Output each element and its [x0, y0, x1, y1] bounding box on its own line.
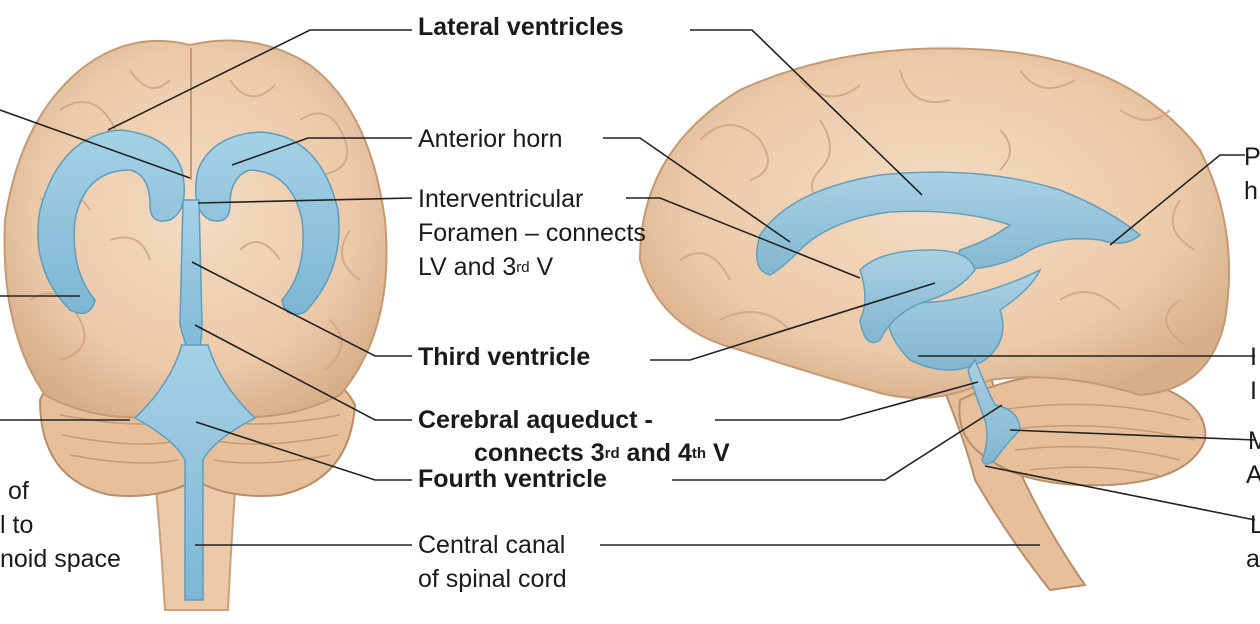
label-interventricular-line1: Interventricular [418, 185, 584, 213]
label-interventricular-line3: LV and 3rd V [418, 250, 553, 284]
frontal-ventricles [37, 129, 340, 601]
frontal-brain-view [3, 39, 388, 611]
label-anterior-horn: Anterior horn [418, 125, 563, 153]
left-clipped-label-line2: l to [0, 511, 34, 539]
label-fourth-ventricle: Fourth ventricle [418, 465, 607, 493]
aqueduct-sup-1: rd [604, 445, 620, 462]
right-clipped-p-line2: h [1244, 177, 1258, 205]
lateral-third-ventricle [859, 249, 976, 344]
right-clipped-l-line2: a [1246, 545, 1260, 573]
right-clipped-m-line2: A [1246, 461, 1260, 489]
lateral-brain-view [638, 47, 1231, 592]
aqueduct-text-b: and 4 [619, 439, 692, 467]
right-clipped-p-line1: P [1244, 143, 1260, 171]
right-clipped-l-line1: L [1250, 511, 1260, 539]
interventricular-text-b: V [529, 253, 554, 281]
left-clipped-label-line1: of [8, 477, 29, 505]
label-third-ventricle: Third ventricle [418, 343, 591, 371]
right-clipped-i-line1: I [1250, 343, 1257, 371]
aqueduct-text-c: V [706, 439, 730, 467]
right-clipped-i-line2: I [1250, 377, 1257, 405]
lateral-cerebrum [638, 47, 1231, 399]
label-interventricular-line2: Foramen – connects [418, 219, 646, 247]
lateral-ventricles-system [755, 171, 1142, 465]
label-lateral-ventricles: Lateral ventricles [418, 13, 624, 41]
aqueduct-text-a: connects 3 [474, 439, 605, 467]
aqueduct-sup-2: th [691, 445, 707, 462]
lateral-aqueduct-fourth [967, 358, 1021, 465]
right-clipped-m-line1: M [1248, 427, 1260, 455]
interventricular-text-a: LV and 3 [418, 253, 517, 281]
lateral-ventricle-body [755, 171, 1142, 276]
left-clipped-label-line3: noid space [0, 545, 121, 573]
left-lateral-ventricle [37, 129, 185, 315]
interventricular-sup: rd [516, 259, 530, 276]
label-cerebral-aqueduct: Cerebral aqueduct - [418, 406, 653, 434]
leader-lines [0, 29, 1256, 546]
frontal-fourth-ventricle [133, 344, 257, 601]
label-aqueduct-connects: connects 3rd and 4th V [474, 436, 730, 470]
label-central-canal-line1: Central canal [418, 531, 566, 559]
lateral-inferior-horn [886, 268, 1042, 371]
label-central-canal-line2: of spinal cord [418, 565, 567, 593]
